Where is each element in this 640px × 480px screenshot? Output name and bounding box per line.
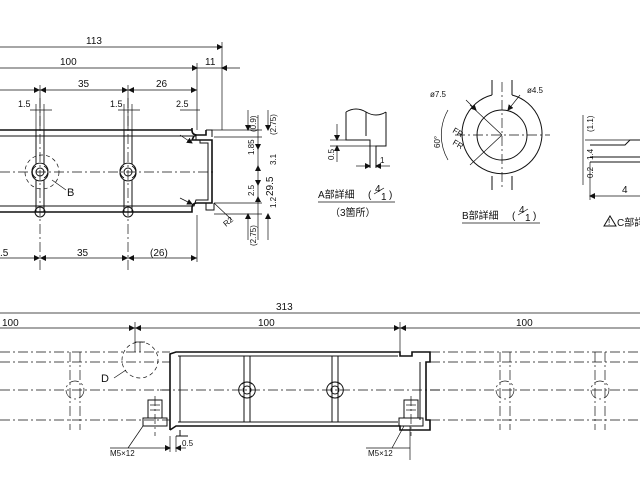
dim-text-5-left: .5 xyxy=(0,248,9,259)
detail-b-scale-num: 4 xyxy=(519,205,525,216)
bolt-left-icon xyxy=(142,396,168,436)
detail-c-dim-0-2: 0.2 xyxy=(586,166,595,178)
detail-a-scale-den: 1 xyxy=(381,192,387,203)
dim-text-2-5: 2.5 xyxy=(176,99,189,109)
dim-text-0-5: 0.5 xyxy=(182,439,194,448)
top-view: 113 100 11 35 26 1.5 1.5 2.5 xyxy=(0,36,278,270)
detail-c: (1.1) 1.4 0.2 4 ! C部詳細 xyxy=(582,115,640,229)
detail-b-title: B部詳細 xyxy=(462,209,499,222)
dim-text-113: 113 xyxy=(86,36,102,47)
detail-b-dim-60: 60° xyxy=(433,136,442,148)
detail-c-dim-4: 4 xyxy=(622,185,628,196)
detail-b-scale-den: 1 xyxy=(525,213,531,224)
dim-text-313: 313 xyxy=(276,302,293,313)
profile-inner-line xyxy=(0,135,209,207)
bottom-main-section xyxy=(169,351,431,431)
bolt-right-label: M5×12 xyxy=(368,449,393,458)
svg-text:): ) xyxy=(389,190,392,201)
dim-text-100-c: 100 xyxy=(516,318,533,329)
bolt-right-icon xyxy=(398,396,424,436)
dim-text-100-b: 100 xyxy=(258,318,275,329)
bottom-view: 313 100 100 100 xyxy=(0,302,640,460)
detail-b: ø7.5 ø4.5 60° FR FR B部詳細 ( 4 1 ) xyxy=(430,80,550,224)
dim-text-35-bottom: 35 xyxy=(77,248,89,259)
keyhole-slot-b xyxy=(119,130,137,218)
detail-a-scale-num: 4 xyxy=(375,184,381,195)
detail-a: 0.5 1 A部詳細 ( 4 1 ) （3箇所） xyxy=(318,108,395,219)
detail-c-profile xyxy=(590,139,640,163)
detail-c-dim-1-1: (1.1) xyxy=(586,115,595,132)
dim-text-26-paren: (26) xyxy=(150,248,168,259)
detail-a-note: （3箇所） xyxy=(330,206,376,219)
dim-2-5: 2.5 xyxy=(247,184,256,196)
svg-text:(: ( xyxy=(512,211,516,222)
detail-b-dim-d4-5: ø4.5 xyxy=(527,86,544,95)
dim-2-75-top: (2.75) xyxy=(269,114,278,135)
dim-3-1: 3.1 xyxy=(269,153,278,165)
dim-text-100: 100 xyxy=(60,57,77,68)
keyhole-slot-a xyxy=(31,130,49,218)
dim-text-35: 35 xyxy=(78,79,90,90)
dim-text-1-5-b: 1.5 xyxy=(110,99,123,109)
dim-2-75-bottom: (2.75) xyxy=(249,225,258,246)
dim-text-1-5-a: 1.5 xyxy=(18,99,31,109)
dim-text-11: 11 xyxy=(205,57,216,68)
detail-a-dim-0-5: 0.5 xyxy=(327,148,336,160)
detail-c-title: C部詳細 xyxy=(617,216,640,229)
dim-1-2: 1.2 xyxy=(269,196,278,208)
dim-1-85: 1.85 xyxy=(247,139,256,155)
label-B: B xyxy=(67,187,74,199)
dim-29-5: 29.5 xyxy=(265,176,276,196)
detail-b-circle xyxy=(24,154,60,190)
warning-triangle-icon xyxy=(603,215,617,227)
label-D: D xyxy=(101,373,109,385)
detail-a-dim-1: 1 xyxy=(380,156,385,165)
dim-0-9: (0.9) xyxy=(249,115,258,132)
label-R2: R2 xyxy=(222,215,236,229)
svg-text:(: ( xyxy=(368,190,372,201)
bolt-left-label: M5×12 xyxy=(110,449,135,458)
profile-outline xyxy=(0,128,213,213)
dim-text-26: 26 xyxy=(156,79,168,90)
detail-a-profile xyxy=(345,112,387,168)
dim-text-100-a: 100 xyxy=(2,318,19,329)
detail-c-dim-1-4: 1.4 xyxy=(586,148,595,160)
detail-b-dim-d7-5: ø7.5 xyxy=(430,90,447,99)
detail-a-title: A部詳細 xyxy=(318,188,355,201)
svg-text:!: ! xyxy=(608,218,610,227)
svg-text:): ) xyxy=(533,211,536,222)
